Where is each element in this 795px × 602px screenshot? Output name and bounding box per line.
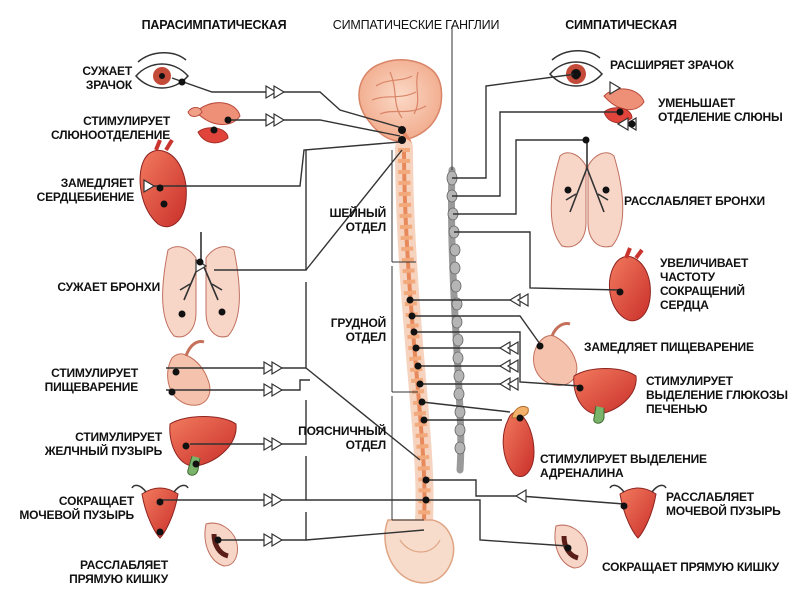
left-liver (169, 416, 237, 476)
right-adrenal-kidney (502, 405, 535, 477)
label-constricts-bronchi: СУЖАЕТ БРОНХИ (57, 280, 160, 294)
label-contracts-bladder: СОКРАЩАЕТ МОЧЕВОЙ ПУЗЫРЬ (19, 494, 134, 522)
label-constricts-pupil: СУЖАЕТ ЗРАЧОК (82, 64, 132, 92)
neuron-endpoint-dots (156, 72, 636, 552)
parasympathetic-nerve-lines (150, 77, 425, 541)
right-heart (608, 247, 651, 322)
label-stimulates-salivation: СТИМУЛИРУЕТ СЛЮНООТДЕЛЕНИЕ (51, 114, 170, 142)
header-sympathetic: СИМПАТИЧЕСКАЯ (565, 18, 677, 32)
label-dilates-pupil: РАСШИРЯЕТ ЗРАЧОК (610, 58, 734, 72)
label-reduces-saliva: УМЕНЬШАЕТ ОТДЕЛЕНИЕ СЛЮНЫ (658, 96, 783, 124)
spinal-column (395, 139, 434, 529)
section-lumbar: ПОЯСНИЧНЫЙ ОТДЕЛ (298, 424, 386, 452)
label-stimulates-glucose-release: СТИМУЛИРУЕТ ВЫДЕЛЕНИЕ ГЛЮКОЗЫ ПЕЧЕНЬЮ (646, 374, 788, 416)
left-eye (135, 52, 189, 89)
label-stimulates-gallbladder: СТИМУЛИРУЕТ ЖЕЛЧНЫЙ ПУЗЫРЬ (44, 430, 162, 458)
left-salivary-glands (187, 102, 241, 144)
label-relaxes-bronchi: РАССЛАБЛЯЕТ БРОНХИ (624, 194, 765, 208)
section-cervical: ШЕЙНЫЙ ОТДЕЛ (329, 206, 386, 234)
label-slows-digestion: ЗАМЕДЛЯЕТ ПИЩЕВАРЕНИЕ (584, 340, 754, 354)
parasympathetic-synapse-arrows (143, 84, 286, 548)
left-stomach (167, 340, 211, 406)
right-lungs (550, 140, 624, 248)
left-rectum (204, 522, 238, 567)
sympathetic-nerve-lines (410, 73, 625, 547)
right-eye (549, 50, 603, 87)
label-stimulates-adrenaline: СТИМУЛИРУЕТ ВЫДЕЛЕНИЕ АДРЕНАЛИНА (540, 452, 707, 480)
right-rectum (554, 524, 588, 569)
label-relaxes-rectum: РАССЛАБЛЯЕТ ПРЯМУЮ КИШКУ (69, 558, 168, 586)
label-slows-heartbeat: ЗАМЕДЛЯЕТ СЕРДЦЕБИЕНИЕ (36, 176, 135, 204)
section-thoracic: ГРУДНОЙ ОТДЕЛ (330, 316, 386, 344)
label-contracts-rectum: СОКРАЩАЕТ ПРЯМУЮ КИШКУ (602, 560, 780, 574)
label-relaxes-bladder: РАССЛАБЛЯЕТ МОЧЕВОЙ ПУЗЫРЬ (666, 490, 781, 518)
left-lungs (162, 232, 240, 338)
label-increases-heart-rate: УВЕЛИЧИВАЕТ ЧАСТОТУ СОКРАЩЕНИЙ СЕРДЦА (660, 256, 749, 312)
right-liver (573, 368, 637, 424)
pelvis-bone (384, 519, 455, 584)
label-stimulates-digestion: СТИМУЛИРУЕТ ПИЩЕВАРЕНИЕ (44, 366, 139, 394)
header-sympathetic-ganglia: СИМПАТИЧЕСКИЕ ГАНГЛИИ (332, 18, 500, 32)
right-bladder (609, 484, 667, 539)
header-parasympathetic: ПАРАСИМПАТИЧЕСКАЯ (141, 18, 287, 32)
sympathetic-ganglia-chain (446, 26, 466, 474)
right-stomach (533, 322, 578, 386)
